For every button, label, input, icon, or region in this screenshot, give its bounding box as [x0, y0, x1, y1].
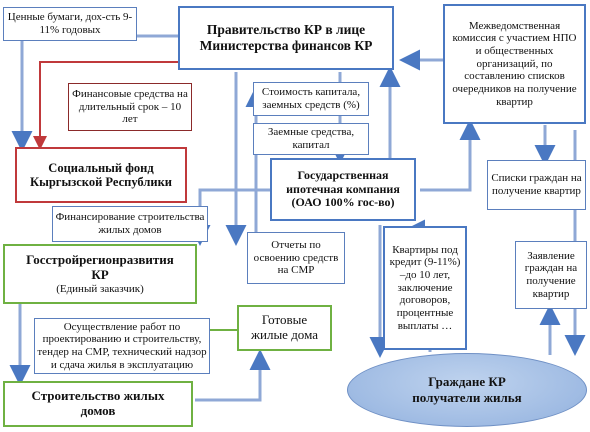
- government-box: Правительство КР в лице Министерства фин…: [178, 6, 394, 70]
- securities-box: Ценные бумаги, дох-сть 9-11% годовых: [3, 7, 137, 41]
- social-fund-line2: Кыргызской Республики: [30, 175, 172, 189]
- applications-text: Заявление граждан на получение квартир: [524, 249, 578, 300]
- works-box: Осуществление работ по проектированию и …: [34, 318, 210, 374]
- construction-box: Строительство жилых домов: [3, 381, 193, 427]
- gosstroy-box: Госстройрегионразвития КР (Единый заказч…: [3, 244, 197, 304]
- works-text: Осуществление работ по проектированию и …: [37, 320, 207, 371]
- ready-houses-line1: Готовые: [261, 312, 308, 328]
- citizen-lists-text: Списки граждан на получение квартир: [491, 172, 582, 197]
- reports-box: Отчеты по освоению средств на СМР: [247, 232, 345, 284]
- ready-houses-line2: жилые дома: [251, 327, 318, 342]
- borrowed-funds-box: Заемные средства, капитал: [253, 123, 369, 155]
- social-fund-box: Социальный фонд Кыргызской Республики: [15, 147, 187, 203]
- arrow-gov-to-fund-red: [33, 61, 180, 150]
- mortgage-company-line3: (ОАО 100% гос-во): [291, 195, 395, 210]
- reports-text: Отчеты по освоению средств на СМР: [253, 239, 339, 277]
- citizens-line2: получатели жилья: [412, 390, 522, 405]
- citizen-lists-box: Списки граждан на получение квартир: [487, 160, 586, 210]
- applications-box: Заявление граждан на получение квартир: [515, 241, 587, 309]
- citizens-line1: Граждане КР: [428, 374, 506, 390]
- ready-houses-box: Готовые жилые дома: [237, 305, 332, 351]
- capital-cost-box: Стоимость капитала, заемных средств (%): [253, 82, 369, 116]
- government-line2: Министерства финансов КР: [199, 38, 373, 53]
- interagency-commission-box: Межведомственная комиссия с участием НПО…: [443, 4, 586, 124]
- interagency-text: Межведомственная комиссия с участием НПО…: [452, 19, 577, 108]
- social-fund-line1: Социальный фонд: [48, 160, 154, 175]
- securities-text: Ценные бумаги, дох-сть 9-11% годовых: [7, 11, 133, 36]
- government-line1: Правительство КР в лице: [206, 22, 366, 38]
- construction-line2: домов: [80, 403, 116, 418]
- gosstroy-line3: (Единый заказчик): [56, 282, 144, 295]
- gosstroy-line2: КР: [91, 266, 109, 282]
- arrow-mortgage-to-commission: [420, 119, 481, 192]
- mortgage-company-line2: ипотечная компания: [286, 181, 400, 196]
- financial-resources-box: Финансовые средства на длительный срок –…: [68, 83, 192, 131]
- apartments-credit-box: Квартиры под кредит (9-11%) –до 10 лет, …: [383, 226, 467, 350]
- gosstroy-line1: Госстройрегионразвития: [26, 251, 174, 267]
- arrow-construction-to-houses: [195, 349, 271, 402]
- mortgage-company-line1: Государственная: [297, 167, 389, 182]
- borrowed-funds-text: Заемные средства, капитал: [267, 126, 355, 151]
- construction-financing-text: Финансирование строительства жилых домов: [55, 211, 205, 236]
- mortgage-company-box: Государственная ипотечная компания (ОАО …: [270, 158, 416, 221]
- apartments-credit-text: Квартиры под кредит (9-11%) –до 10 лет, …: [389, 243, 461, 332]
- citizens-ellipse: Граждане КР получатели жилья: [347, 353, 587, 427]
- construction-financing-box: Финансирование строительства жилых домов: [52, 206, 208, 242]
- financial-resources-text: Финансовые средства на длительный срок –…: [72, 88, 188, 126]
- capital-cost-text: Стоимость капитала, заемных средств (%): [261, 86, 361, 111]
- construction-line1: Строительство жилых: [31, 388, 165, 404]
